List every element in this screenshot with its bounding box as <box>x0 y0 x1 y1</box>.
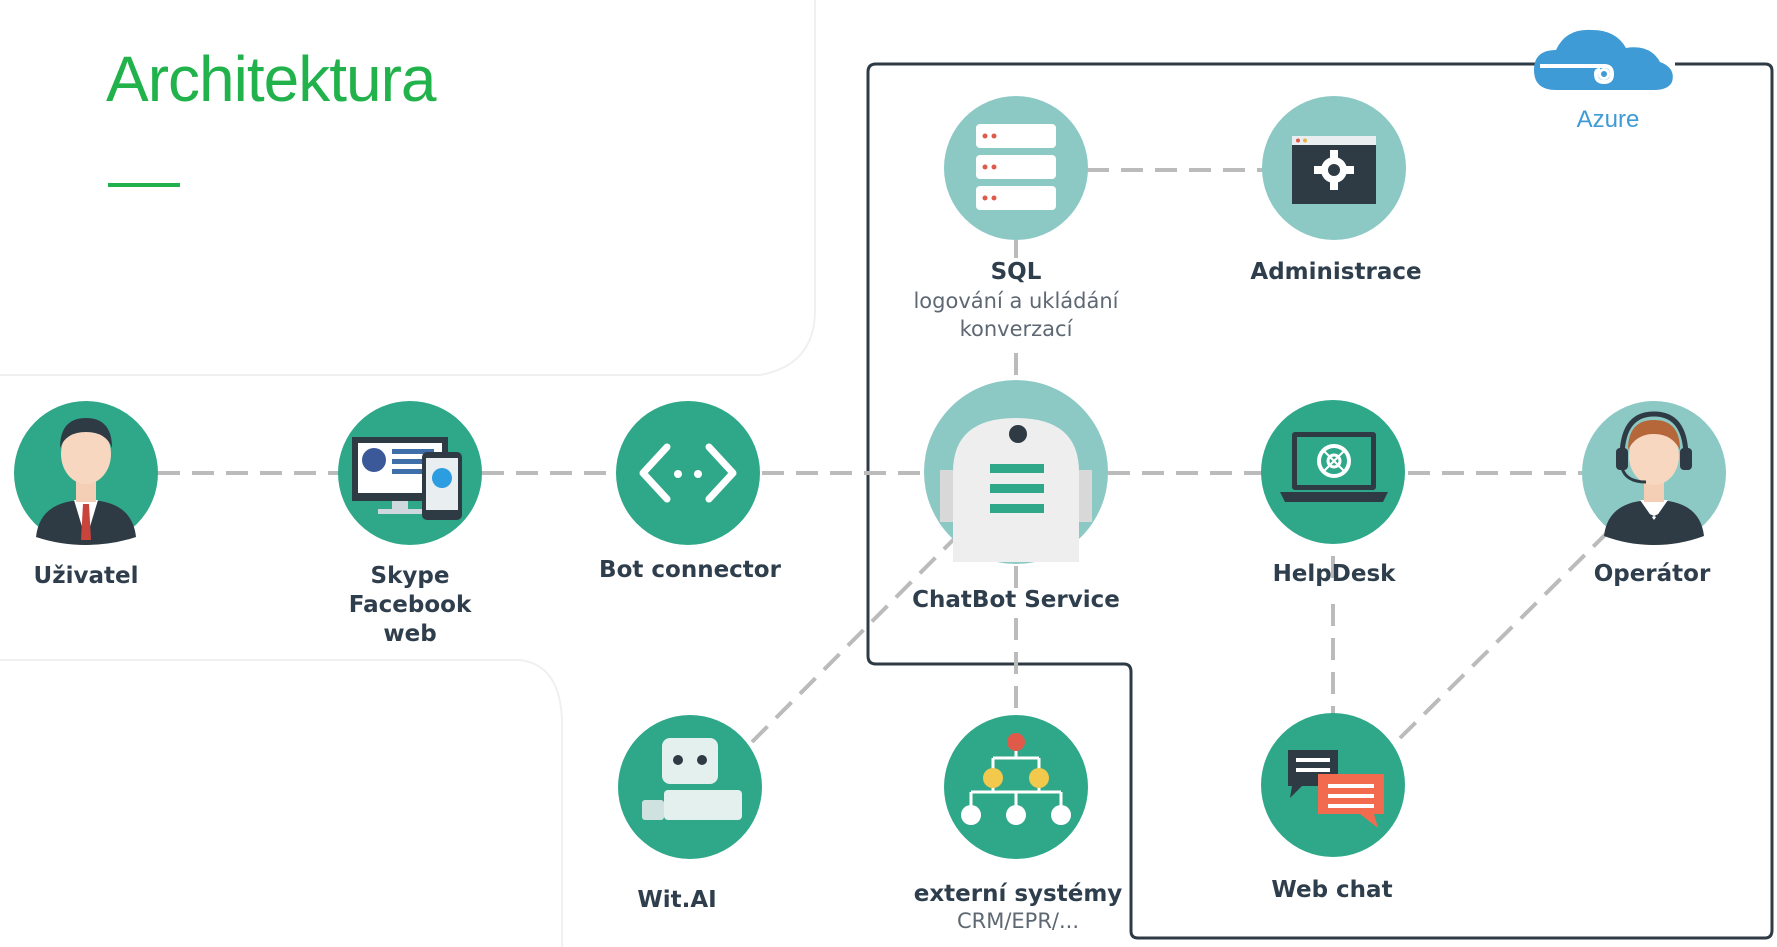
skype-label-line3: web <box>383 621 437 647</box>
chatbot-service-label: ChatBot Service <box>912 587 1120 613</box>
operator-node <box>1582 401 1726 545</box>
skype-label-line1: Skype <box>370 563 450 589</box>
skype-label-line2: Facebook <box>348 592 472 618</box>
azure-label: Azure <box>1576 106 1640 133</box>
sql-label: SQL <box>990 259 1042 285</box>
chatbot-service-node <box>924 380 1108 564</box>
bot-connector-label: Bot connector <box>599 557 781 583</box>
administrace-label: Administrace <box>1250 259 1422 285</box>
externi-systemy-sublabel: CRM/EPR/... <box>956 909 1080 933</box>
web-chat-label: Web chat <box>1271 877 1393 903</box>
administrace-node <box>1262 96 1406 240</box>
connector-lines <box>158 168 1612 744</box>
title-underline <box>108 183 180 187</box>
uzivatel-node <box>14 401 158 545</box>
azure-boundary <box>866 62 1774 940</box>
externi-systemy-label: externí systémy <box>913 881 1123 907</box>
externi-systemy-node <box>944 715 1088 859</box>
connector-line <box>750 536 957 744</box>
cloud-icon <box>1534 29 1675 90</box>
helpdesk-node <box>1261 400 1405 544</box>
connector-line <box>1398 528 1612 740</box>
witai-label: Wit.AI <box>637 887 717 913</box>
operator-label: Operátor <box>1593 561 1711 587</box>
background-panel-outline <box>0 0 816 376</box>
sql-sublabel-line2: konverzací <box>959 317 1073 341</box>
page-title: Architektura <box>106 43 436 115</box>
uzivatel-label: Uživatel <box>33 563 139 589</box>
helpdesk-label: HelpDesk <box>1272 561 1396 587</box>
sql-node <box>944 96 1088 240</box>
sql-sublabel-line1: logování a ukládání <box>913 289 1119 313</box>
web-chat-node <box>1261 713 1405 857</box>
background-panel-outline <box>0 659 563 947</box>
witai-node <box>618 715 762 859</box>
skype-node <box>338 401 482 545</box>
bot-connector-node <box>616 401 760 545</box>
